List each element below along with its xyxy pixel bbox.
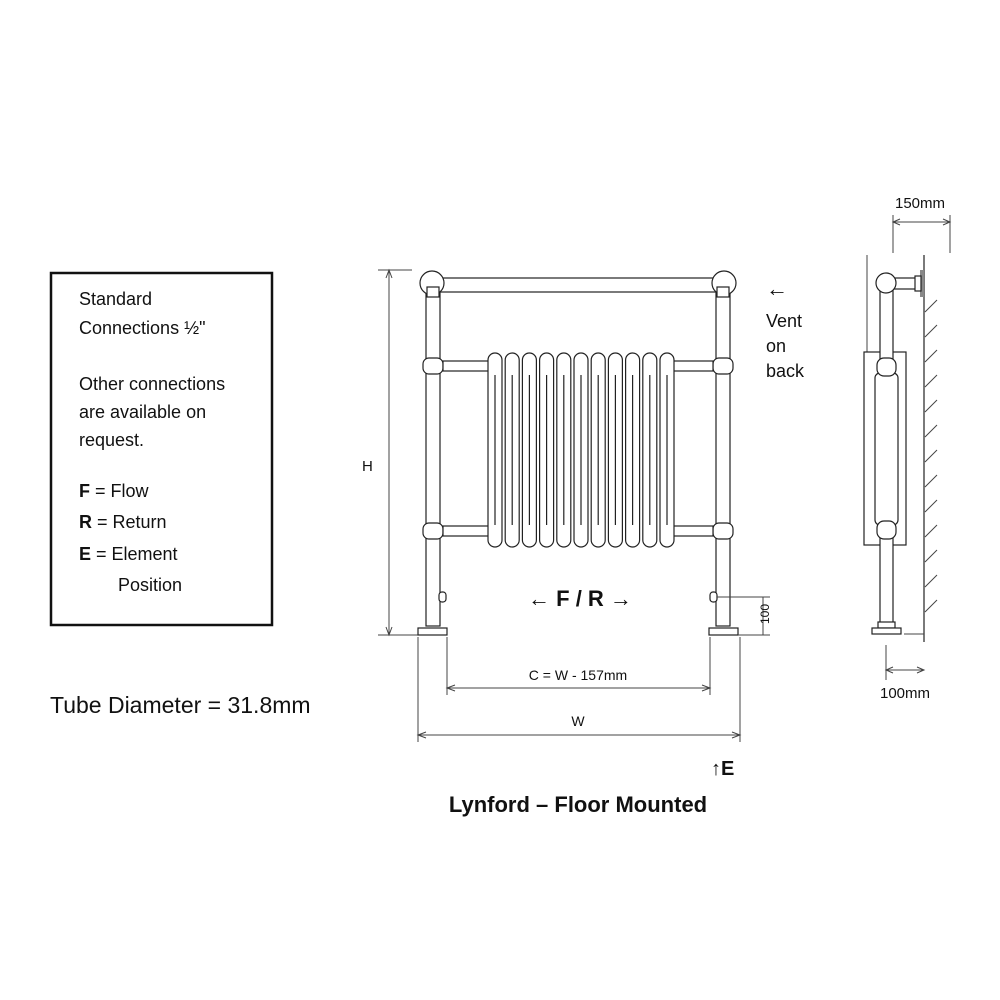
vent-label: on — [766, 336, 786, 356]
hatch-line — [924, 499, 938, 513]
hatch-line — [924, 549, 938, 563]
hatch-line — [924, 449, 938, 463]
info-line: request. — [79, 430, 144, 450]
info-box: Standard Connections ½" Other connection… — [49, 271, 274, 627]
legend-return: R = Return — [79, 512, 167, 532]
hatch-line — [924, 599, 938, 613]
hatch-line — [924, 574, 938, 588]
vent-arrow: ← — [766, 276, 788, 301]
diagram-title: Lynford – Floor Mounted — [449, 792, 707, 817]
tube-diameter: Tube Diameter = 31.8mm — [50, 692, 311, 718]
foot-depth-label: 100mm — [880, 685, 930, 702]
hatch-line — [924, 349, 938, 363]
height-label: H — [362, 458, 373, 475]
side-view: 150mm 100mm — [863, 195, 952, 702]
hatch-line — [924, 474, 938, 488]
vent-label: Vent — [766, 311, 802, 331]
w-dimension-label: W — [571, 713, 585, 729]
radiator-columns — [487, 352, 675, 548]
depth-label: 150mm — [895, 195, 945, 212]
wall-hatching — [924, 299, 938, 613]
hatch-line — [924, 524, 938, 538]
legend-flow: F = Flow — [79, 481, 150, 501]
info-line: Connections ½" — [79, 318, 205, 338]
legend-element-cont: Position — [118, 575, 182, 595]
info-line: Other connections — [79, 374, 225, 394]
hatch-line — [924, 399, 938, 413]
flow-return-label: ← F / R → — [528, 586, 632, 611]
info-line: Standard — [79, 289, 152, 309]
front-view: H 100 ← F / R → — [362, 268, 805, 780]
element-position-label: ↑E — [711, 758, 734, 780]
element-height-label: 100 — [758, 604, 772, 624]
hatch-line — [924, 424, 938, 438]
hatch-line — [924, 374, 938, 388]
vent-label: back — [766, 361, 805, 381]
c-dimension-label: C = W - 157mm — [529, 667, 627, 683]
info-line: are available on — [79, 402, 206, 422]
hatch-line — [924, 324, 938, 338]
hatch-line — [924, 299, 938, 313]
legend-element: E = Element — [79, 544, 178, 564]
